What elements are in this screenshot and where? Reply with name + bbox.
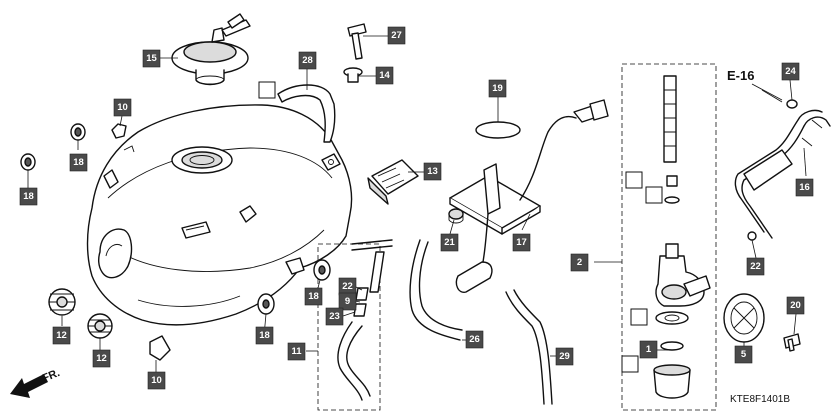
rubber-mount-13 — [367, 159, 419, 205]
callout-13: 13 — [423, 162, 442, 181]
grommet-18-bottom — [257, 293, 275, 315]
rubber-12-a — [48, 288, 76, 316]
callout-2: 2 — [570, 253, 589, 272]
callout-12-b: 12 — [92, 349, 111, 368]
svg-text:5: 5 — [741, 349, 747, 360]
svg-text:13: 13 — [427, 166, 438, 177]
callout-18-left: 18 — [19, 187, 38, 206]
svg-text:22: 22 — [342, 281, 353, 292]
reference-code: E-16 — [727, 68, 754, 83]
callout-20: 20 — [786, 296, 805, 315]
callout-11: 11 — [287, 342, 306, 361]
collar-14 — [343, 67, 363, 83]
callout-28: 28 — [298, 51, 317, 70]
callout-10-lower: 10 — [147, 371, 166, 390]
filler-cap — [171, 13, 251, 86]
callout-24: 24 — [781, 62, 800, 81]
svg-text:23: 23 — [329, 311, 340, 322]
callout-18-bottom: 18 — [255, 326, 274, 345]
callout-15: 15 — [142, 49, 161, 68]
svg-text:14: 14 — [379, 70, 390, 81]
cap-10-lower — [149, 335, 171, 361]
diagram-code: KTE8F1401B — [730, 394, 790, 405]
callout-27: 27 — [387, 26, 406, 45]
strap-28 — [277, 84, 336, 143]
callout-22-right: 22 — [746, 257, 765, 276]
svg-text:9: 9 — [345, 296, 350, 307]
callout-18-upper: 18 — [69, 153, 88, 172]
bolt-27 — [347, 23, 367, 60]
callout-1: 1 — [639, 340, 658, 359]
blank-callout — [621, 355, 639, 373]
callout-16: 16 — [795, 178, 814, 197]
svg-text:19: 19 — [492, 83, 503, 94]
svg-text:28: 28 — [302, 55, 313, 66]
svg-text:12: 12 — [96, 353, 107, 364]
svg-text:29: 29 — [559, 351, 570, 362]
callout-9: 9 — [338, 292, 357, 311]
callout-21: 21 — [440, 233, 459, 252]
callout-5: 5 — [734, 345, 753, 364]
svg-text:18: 18 — [308, 291, 319, 302]
svg-text:16: 16 — [799, 182, 810, 193]
callout-10-upper: 10 — [113, 98, 132, 117]
o-ring-19 — [475, 121, 521, 139]
svg-text:15: 15 — [146, 53, 157, 64]
hose-29 — [505, 289, 553, 405]
callout-14: 14 — [375, 66, 394, 85]
callout-18-lower: 18 — [304, 287, 323, 306]
svg-text:22: 22 — [750, 261, 761, 272]
grommet-18-lower — [313, 259, 331, 281]
blank-callout — [630, 308, 648, 326]
callouts: 15 27 28 14 10 18 18 13 19 21 17 2 24 16… — [19, 26, 814, 390]
svg-text:20: 20 — [790, 300, 801, 311]
front-direction-arrow: FR. — [10, 367, 62, 398]
hose-26 — [409, 239, 463, 341]
svg-text:21: 21 — [444, 237, 455, 248]
bolt-20 — [783, 333, 801, 352]
callout-12-a: 12 — [52, 326, 71, 345]
clip-24 — [786, 99, 798, 109]
clip-22-right — [747, 231, 757, 241]
callout-17: 17 — [512, 233, 531, 252]
fuel-sender-unit — [449, 99, 609, 293]
svg-text:1: 1 — [646, 344, 652, 355]
cover-5 — [723, 293, 765, 343]
callout-23: 23 — [325, 307, 344, 326]
clip-10 — [111, 123, 135, 153]
svg-text:17: 17 — [516, 237, 527, 248]
reference-leader — [751, 83, 783, 101]
svg-text:12: 12 — [56, 330, 67, 341]
svg-text:10: 10 — [151, 375, 162, 386]
svg-text:10: 10 — [117, 102, 128, 113]
svg-text:26: 26 — [469, 334, 480, 345]
fuel-valve-assembly — [621, 63, 717, 411]
svg-text:27: 27 — [391, 30, 402, 41]
blank-callout — [625, 171, 643, 189]
hose-11 — [317, 239, 393, 411]
grommet-21 — [448, 208, 464, 224]
front-direction-label: FR. — [41, 367, 62, 385]
blank-callout — [645, 186, 663, 204]
grommet-18-left — [20, 153, 36, 171]
svg-text:18: 18 — [23, 191, 34, 202]
svg-text:2: 2 — [577, 257, 582, 268]
callout-19: 19 — [488, 79, 507, 98]
blank-callout — [258, 81, 276, 99]
svg-text:11: 11 — [291, 346, 302, 357]
svg-text:18: 18 — [73, 157, 84, 168]
rubber-12-b — [87, 313, 113, 339]
callout-29: 29 — [555, 347, 574, 366]
callout-26: 26 — [465, 330, 484, 349]
hose-16 — [734, 109, 831, 239]
fuel-tank — [86, 104, 353, 326]
callout-22-lower: 22 — [338, 277, 357, 296]
svg-text:24: 24 — [785, 66, 796, 77]
grommet-18-upper — [70, 123, 86, 141]
svg-text:18: 18 — [259, 330, 270, 341]
